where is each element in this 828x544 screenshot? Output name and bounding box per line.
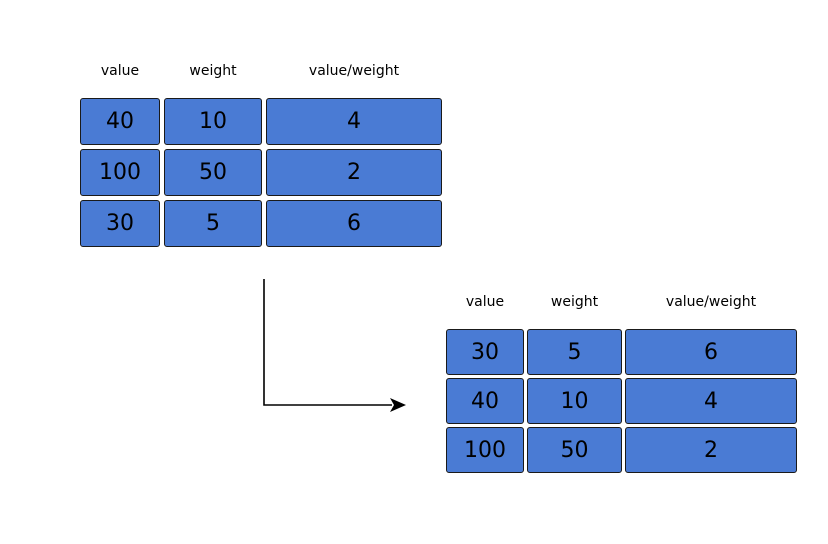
table-cell: 40 xyxy=(80,98,160,145)
table-cell: 4 xyxy=(625,378,797,424)
arrow-line xyxy=(263,279,392,406)
header-value: value xyxy=(465,294,505,310)
table-cell: 30 xyxy=(446,329,524,375)
table-cell: 50 xyxy=(527,427,622,473)
table-cell: 6 xyxy=(625,329,797,375)
table-cell: 6 xyxy=(266,200,442,247)
header-value-weight: value/weight xyxy=(308,63,400,79)
table-cell: 40 xyxy=(446,378,524,424)
table-cell: 2 xyxy=(266,149,442,196)
table-cell: 10 xyxy=(527,378,622,424)
table-cell: 100 xyxy=(80,149,160,196)
table-cell: 5 xyxy=(527,329,622,375)
table-cell: 4 xyxy=(266,98,442,145)
table-cell: 10 xyxy=(164,98,262,145)
header-weight: weight xyxy=(550,294,599,310)
table-cell: 100 xyxy=(446,427,524,473)
table-cell: 5 xyxy=(164,200,262,247)
header-weight: weight xyxy=(189,63,237,79)
arrow-head-icon xyxy=(390,398,406,412)
table-cell: 2 xyxy=(625,427,797,473)
table-cell: 30 xyxy=(80,200,160,247)
header-value: value xyxy=(100,63,140,79)
header-value-weight: value/weight xyxy=(665,294,757,310)
table-cell: 50 xyxy=(164,149,262,196)
